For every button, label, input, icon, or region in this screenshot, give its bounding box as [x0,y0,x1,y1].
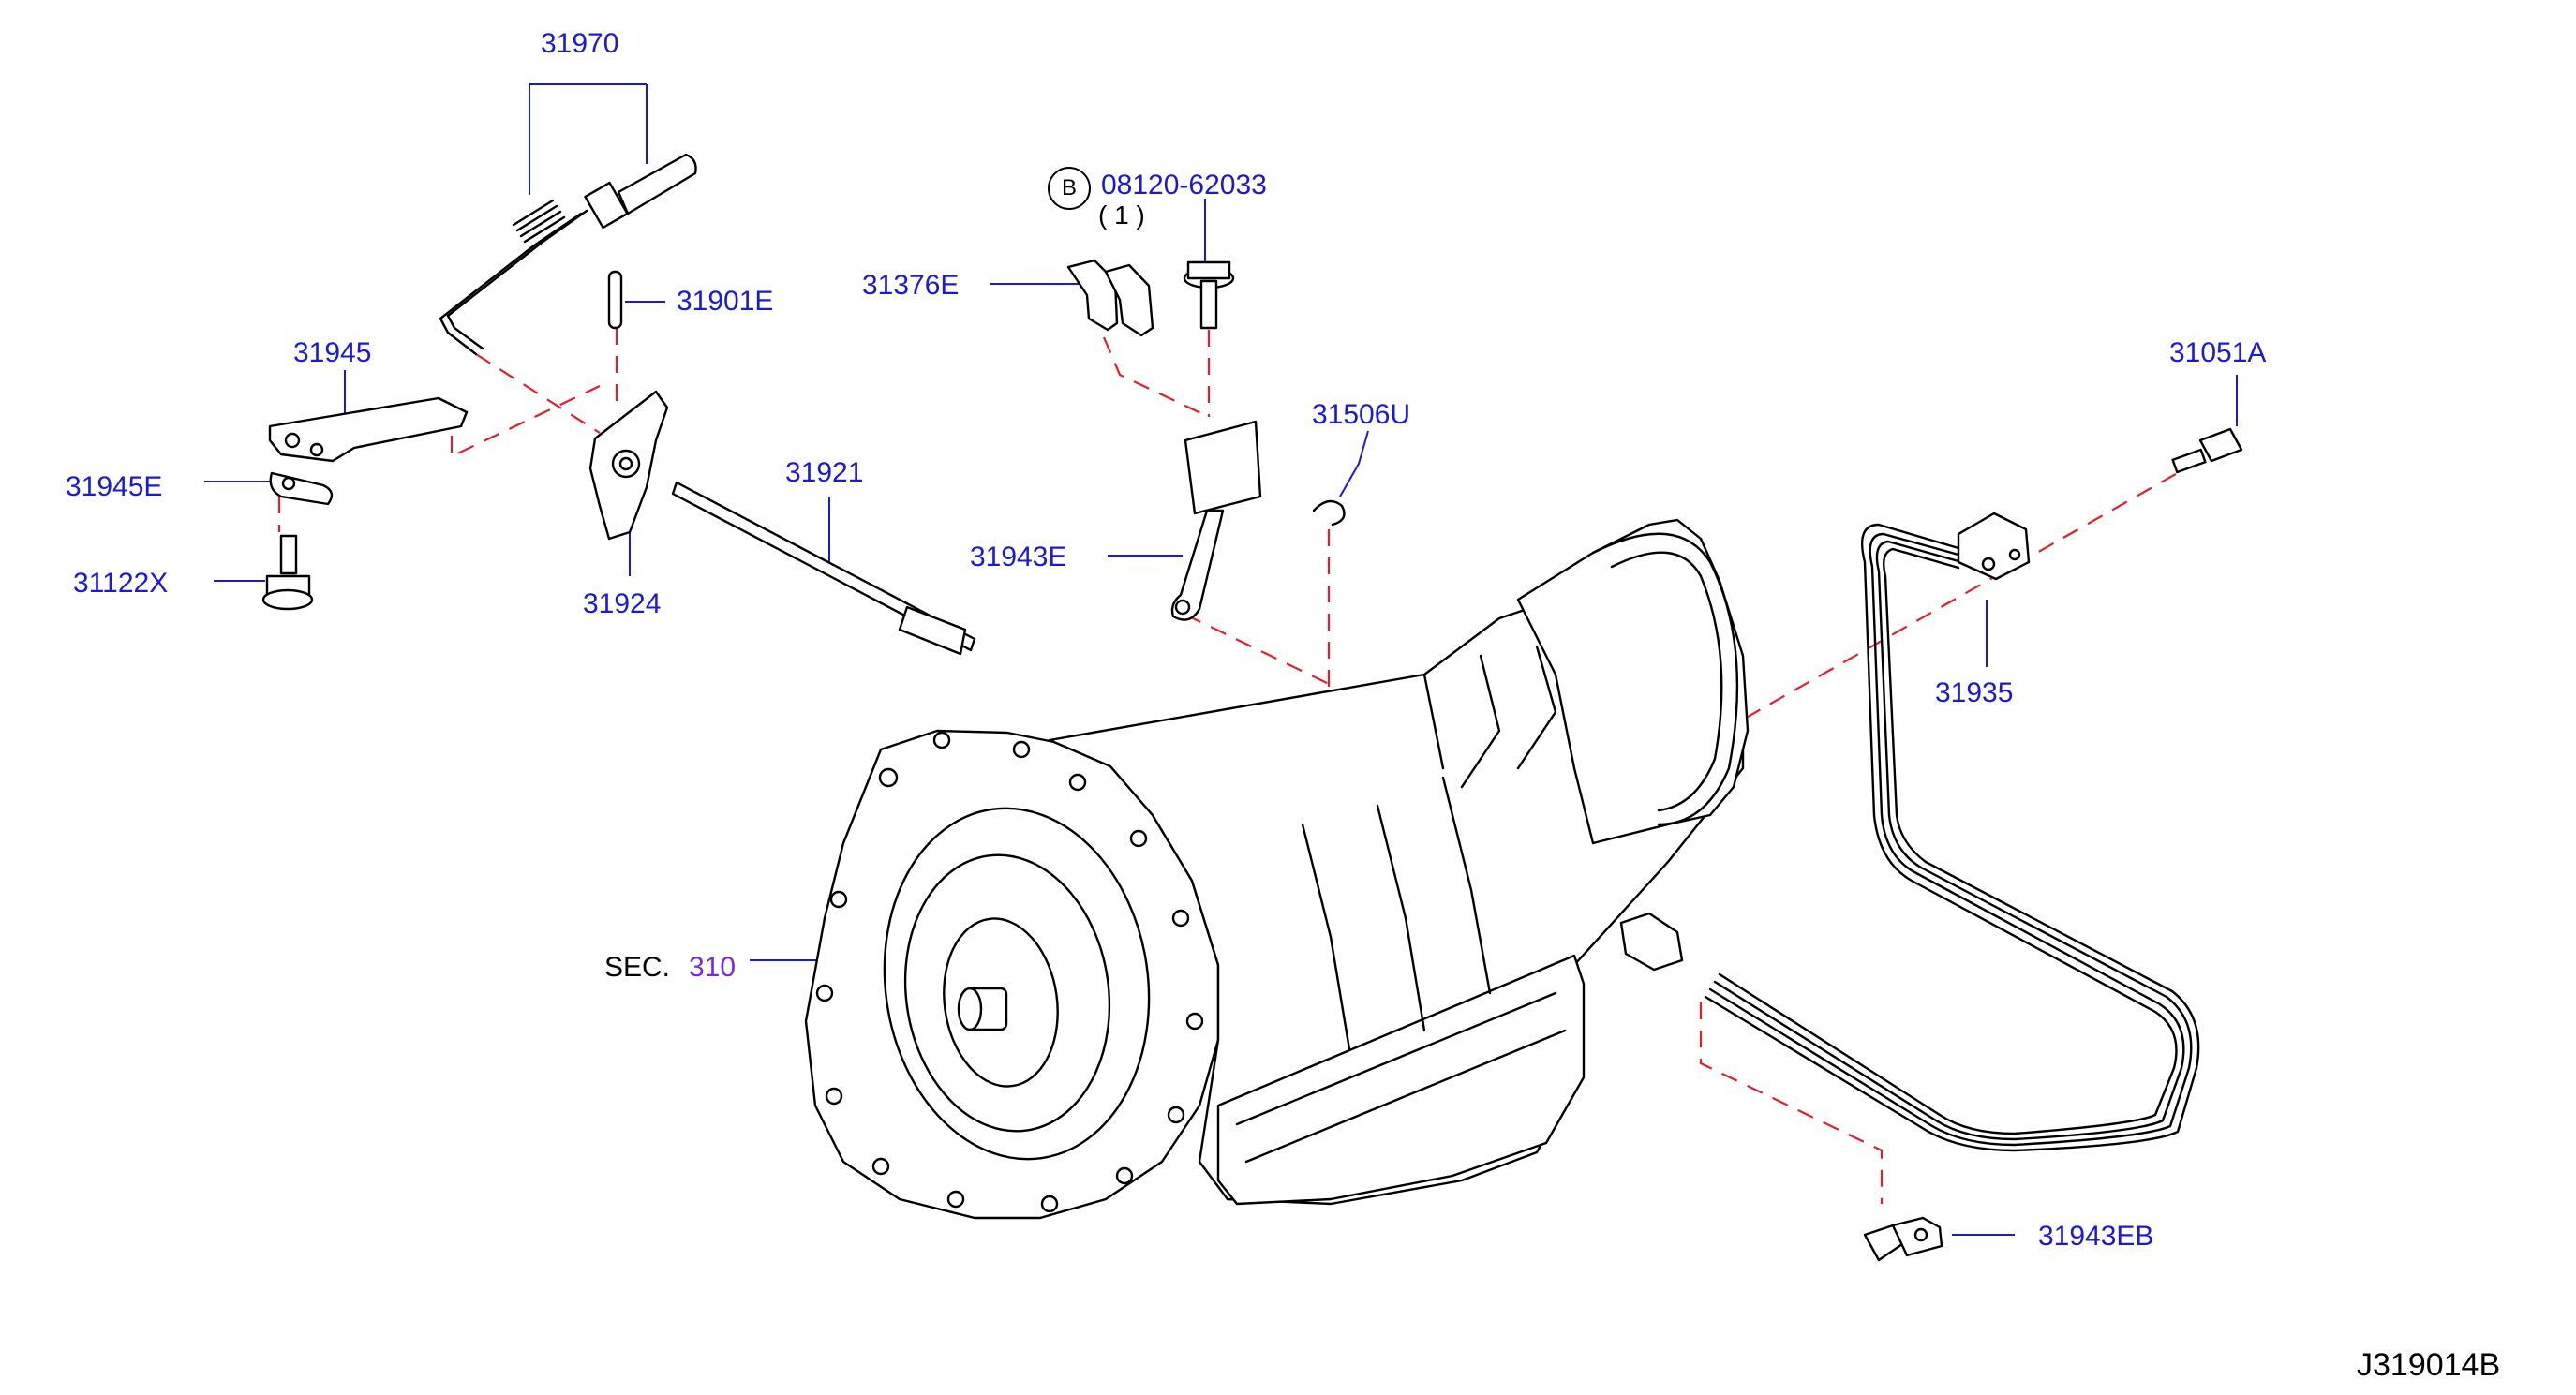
label-31924[interactable]: 31924 [583,588,662,619]
plate-31945e [269,471,334,506]
bracket-31943e [1170,420,1262,621]
connector-plug [1619,912,1684,972]
label-sec: SEC. [604,952,671,983]
label-31945[interactable]: 31945 [293,337,372,368]
label-31943eb[interactable]: 31943EB [2038,1221,2154,1252]
clamp-31376e [1066,259,1154,337]
clip-31506u [1312,499,1346,527]
pin-31901e [607,270,623,330]
bolt-08120-62033 [1183,260,1235,330]
detent-plate-31924 [588,390,669,541]
bolt-31122x [261,534,314,611]
clip-31943eb [1863,1216,1943,1262]
control-rod-31970 [439,153,697,356]
label-08120-62033[interactable]: 08120-62033 [1101,170,1267,200]
leader-lines [204,83,2238,1236]
label-31901e[interactable]: 31901E [677,286,774,317]
transmission-assembly [804,518,1750,1220]
label-31376e[interactable]: 31376E [862,270,960,301]
section-link-310[interactable]: 310 [689,952,737,983]
manual-shaft-31921 [671,481,976,656]
harness-31935 [1704,512,2200,1152]
input-shaft [957,987,1008,1031]
label-quantity: ( 1 ) [1098,200,1145,230]
bolt-31051a [2171,427,2243,474]
label-31921[interactable]: 31921 [785,457,864,488]
label-31051a[interactable]: 31051A [2169,337,2267,368]
label-31506u[interactable]: 31506U [1312,399,1411,430]
bracket-31945 [268,396,469,463]
bolt-marker-b: B [1048,167,1091,210]
label-31943e[interactable]: 31943E [970,542,1067,572]
label-31970[interactable]: 31970 [541,28,619,59]
diagram-reference: J319014B [2357,1347,2501,1383]
label-31935[interactable]: 31935 [1935,677,2014,708]
label-31945e[interactable]: 31945E [66,471,163,502]
label-31122x[interactable]: 31122X [73,568,169,599]
